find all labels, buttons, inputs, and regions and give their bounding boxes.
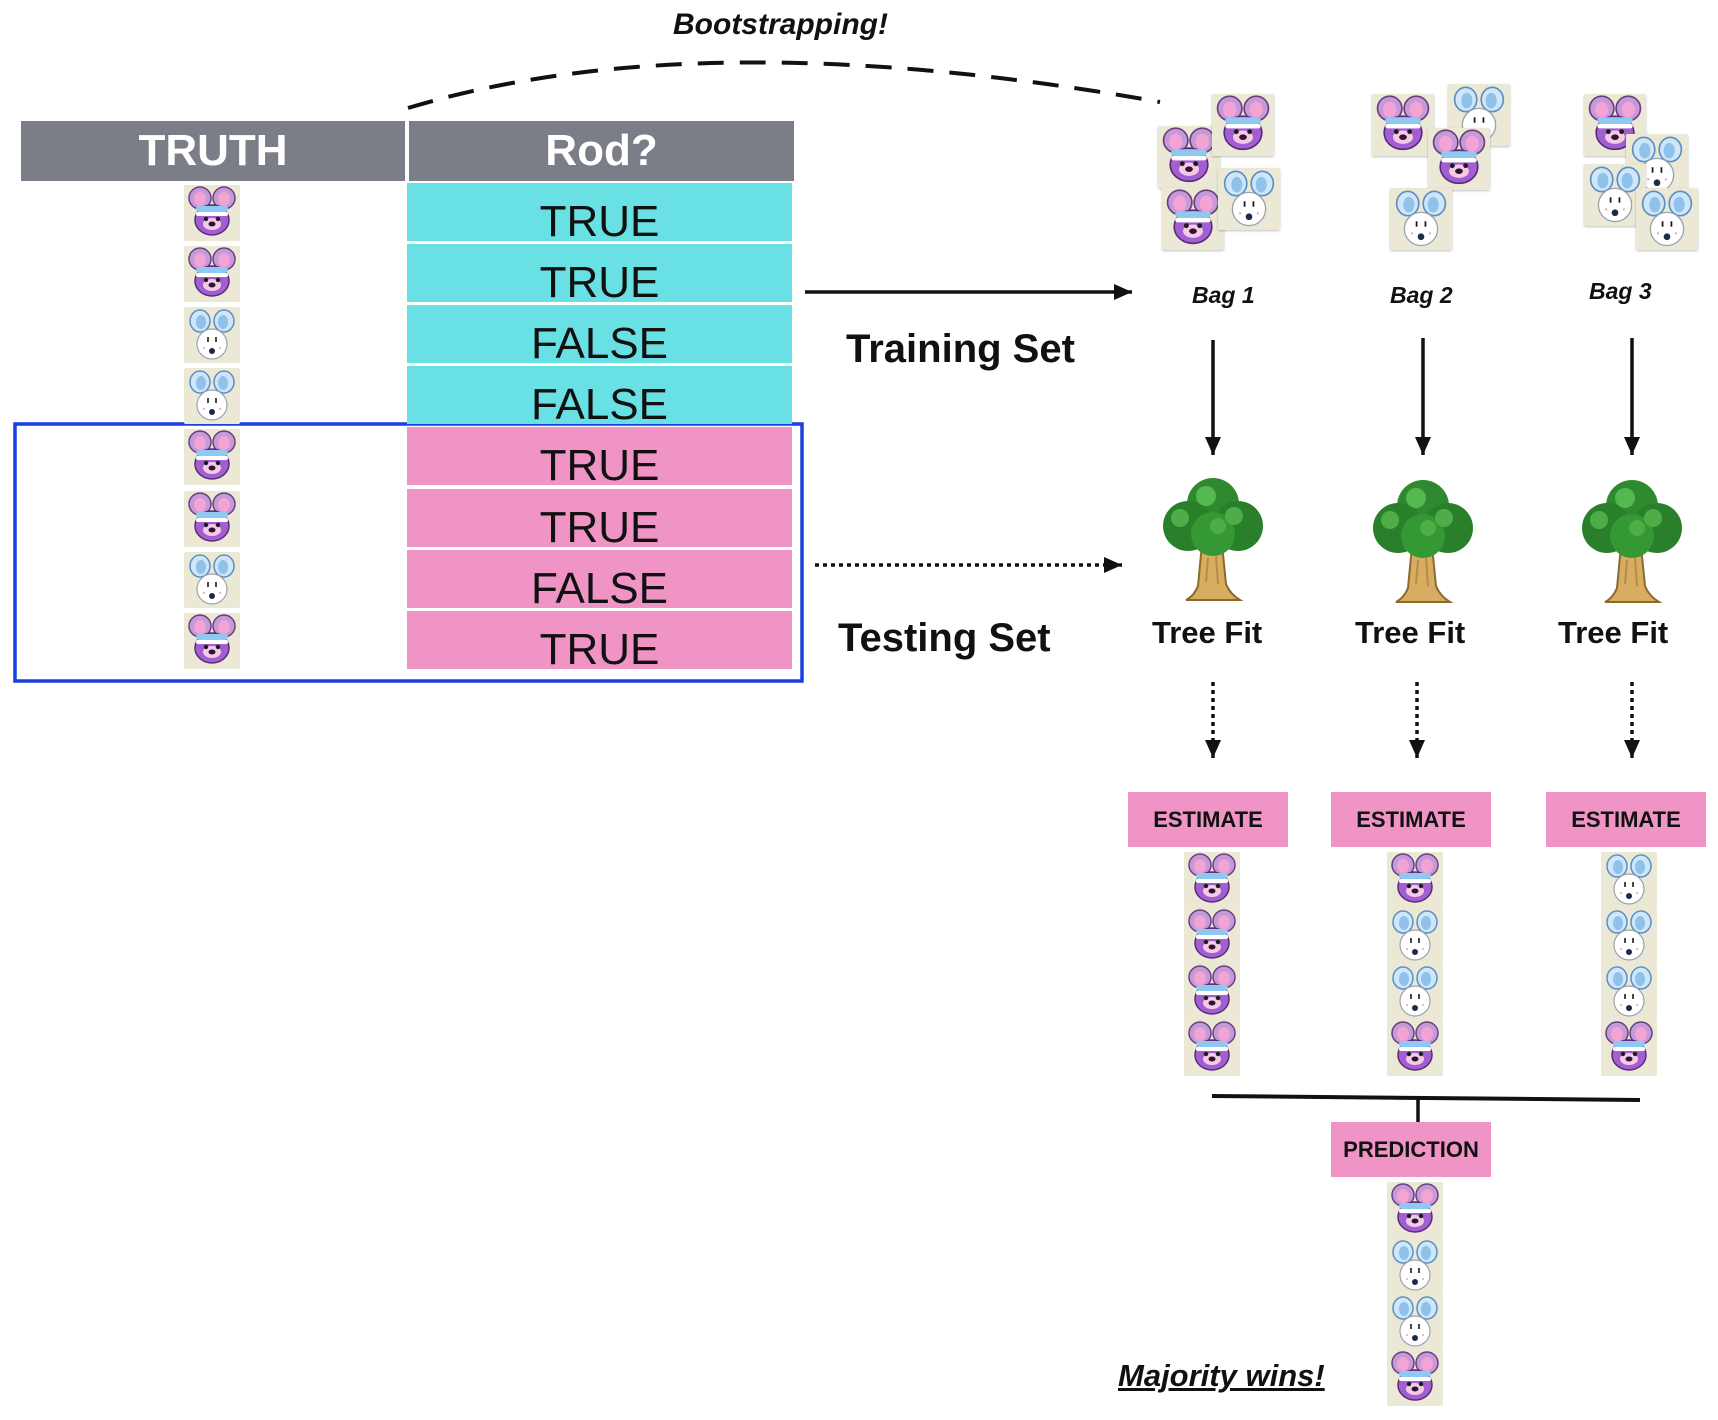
bag-1-label: Bag 1 — [1192, 282, 1255, 308]
majority-wins-label: Majority wins! — [1118, 1358, 1325, 1393]
truth-mouse-icon — [184, 368, 240, 424]
bag-3-mouse-icon — [1636, 188, 1698, 250]
bag-2-label: Bag 2 — [1390, 282, 1453, 308]
bag-1-rodney-icon — [1162, 188, 1224, 250]
rod-value-cell: FALSE — [407, 550, 792, 613]
rod-value-cell: TRUE — [407, 427, 792, 490]
prediction-mouse-icon — [1387, 1294, 1443, 1350]
tree-2-icon — [1368, 476, 1478, 606]
bag-3-mouse-icon — [1584, 164, 1646, 226]
estimate-3-box: ESTIMATE — [1546, 792, 1706, 847]
bag-2-rodney-icon — [1372, 94, 1434, 156]
prediction-rodney-icon — [1387, 1350, 1443, 1406]
tree-3-icon — [1577, 476, 1687, 606]
truth-mouse-icon — [184, 552, 240, 608]
rod-value-cell: TRUE — [407, 489, 792, 552]
estimate-3-mouse-icon — [1601, 852, 1657, 908]
bag-2-rodney-icon — [1428, 128, 1490, 190]
bag-1-mouse-icon — [1218, 168, 1280, 230]
tree-fit-2-label: Tree Fit — [1355, 615, 1466, 650]
truth-mouse-icon — [184, 307, 240, 363]
estimate-2-mouse-icon — [1387, 908, 1443, 964]
rod-value-text: FALSE — [531, 380, 668, 429]
rod-value-text: TRUE — [539, 258, 660, 307]
testing-set-label: Testing Set — [838, 616, 1051, 660]
prediction-box: PREDICTION — [1331, 1122, 1491, 1177]
rod-value-text: FALSE — [531, 564, 668, 613]
prediction-rodney-icon — [1387, 1182, 1443, 1238]
truth-rodney-icon — [184, 246, 240, 302]
tree-1-icon — [1158, 474, 1268, 604]
rod-value-text: TRUE — [539, 197, 660, 246]
rod-column-header: Rod? — [409, 121, 794, 181]
bag-1-rodney-icon — [1212, 94, 1274, 156]
rod-value-cell: TRUE — [407, 244, 792, 307]
estimate-2-box: ESTIMATE — [1331, 792, 1491, 847]
bootstrap-curve — [407, 60, 1161, 110]
tree-fit-3-label: Tree Fit — [1558, 615, 1669, 650]
bag-3-label: Bag 3 — [1589, 278, 1652, 304]
estimate-3-mouse-icon — [1601, 908, 1657, 964]
rod-value-cell: FALSE — [407, 305, 792, 368]
estimate-1-box: ESTIMATE — [1128, 792, 1288, 847]
estimate-1-rodney-icon — [1184, 964, 1240, 1020]
estimate-1-rodney-icon — [1184, 908, 1240, 964]
bootstrapping-label: Bootstrapping! — [673, 8, 888, 41]
tree-fit-1-label: Tree Fit — [1152, 615, 1263, 650]
rod-value-text: TRUE — [539, 625, 660, 674]
bag-1-rodney-icon — [1158, 126, 1220, 188]
truth-rodney-icon — [184, 185, 240, 241]
truth-rodney-icon — [184, 429, 240, 485]
estimate-2-mouse-icon — [1387, 964, 1443, 1020]
rod-value-cell: TRUE — [407, 611, 792, 674]
truth-column-header: TRUTH — [21, 121, 405, 181]
estimate-2-rodney-icon — [1387, 852, 1443, 908]
prediction-mouse-icon — [1387, 1238, 1443, 1294]
rod-value-cell: TRUE — [407, 183, 792, 246]
estimate-3-rodney-icon — [1601, 1020, 1657, 1076]
truth-rodney-icon — [184, 613, 240, 669]
rod-value-text: TRUE — [539, 503, 660, 552]
estimate-2-rodney-icon — [1387, 1020, 1443, 1076]
testing-set-frame — [13, 422, 804, 683]
training-set-label: Training Set — [846, 327, 1075, 371]
truth-rodney-icon — [184, 491, 240, 547]
estimate-1-rodney-icon — [1184, 1020, 1240, 1076]
rod-value-cell: FALSE — [407, 366, 792, 429]
estimate-3-mouse-icon — [1601, 964, 1657, 1020]
rod-value-text: TRUE — [539, 441, 660, 490]
merge-line — [1211, 1094, 1641, 1102]
rod-value-text: FALSE — [531, 319, 668, 368]
bag-2-mouse-icon — [1390, 188, 1452, 250]
estimate-1-rodney-icon — [1184, 852, 1240, 908]
